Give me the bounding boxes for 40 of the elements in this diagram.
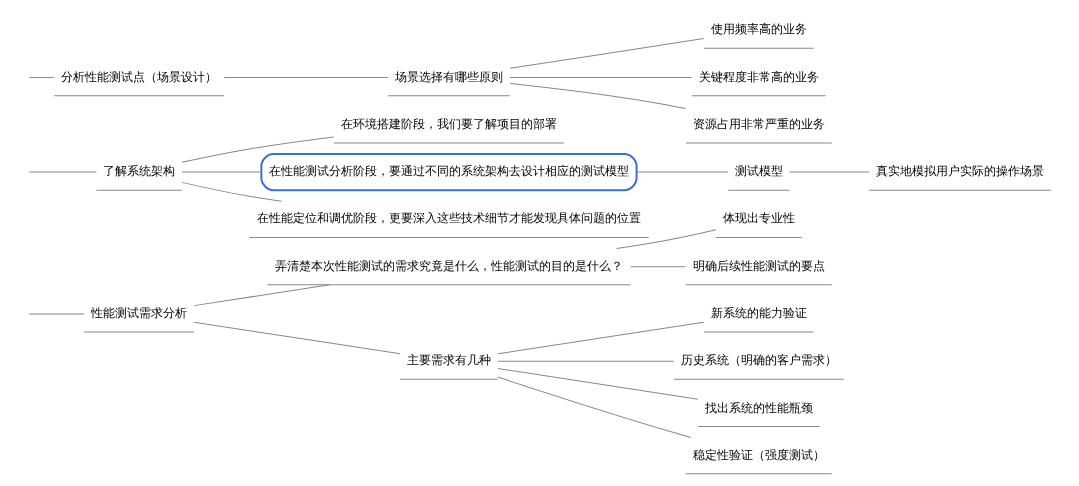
node-text: 资源占用非常严重的业务	[692, 116, 825, 131]
node-text: 新系统的能力验证	[710, 306, 807, 321]
connector	[509, 82, 687, 110]
connector	[636, 171, 729, 173]
connector	[223, 77, 389, 79]
connector	[789, 171, 870, 173]
connector	[509, 38, 705, 69]
node-text: 体现出专业性	[722, 211, 795, 226]
node-text: 真实地模拟用户实际的操作场景	[875, 164, 1044, 179]
connector	[181, 171, 262, 173]
node-text: 了解系统架构	[103, 164, 176, 179]
node-text: 找出系统的性能瓶颈	[704, 400, 813, 415]
connector	[630, 266, 687, 268]
connector	[181, 136, 335, 163]
connector	[28, 77, 55, 79]
node-box: 在性能测试分析阶段，要通过不同的系统架构去设计相应的测试模型	[260, 152, 638, 192]
node-text: 历史系统（明确的客户需求）	[680, 353, 837, 368]
connector	[28, 313, 85, 315]
node-text: 关键程度非常高的业务	[698, 69, 819, 84]
node-text: 性能测试需求分析	[91, 306, 188, 321]
node-text: 分析性能测试点（场景设计）	[61, 69, 218, 84]
node-text: 明确后续性能测试的要点	[692, 258, 825, 273]
connector	[497, 321, 705, 355]
node-text: 在环境搭建阶段，我们要了解项目的部署	[340, 116, 557, 131]
node-text: 主要需求有几种	[406, 353, 491, 368]
connector	[616, 229, 717, 249]
node-text: 使用频率高的业务	[710, 22, 807, 37]
node-text: 场景选择有哪些原则	[394, 69, 503, 84]
node-text: 稳定性验证（强度测试）	[692, 447, 825, 462]
connector	[497, 360, 675, 362]
node-text: 在性能定位和调优阶段，更要深入这些技术细节才能发现具体问题的位置	[256, 211, 641, 226]
node-text: 弄清楚本次性能测试的需求究竟是什么，性能测试的目的是什么？	[274, 258, 623, 273]
connector	[181, 181, 282, 202]
connector	[497, 376, 692, 439]
connector	[497, 368, 699, 400]
connector	[28, 171, 97, 173]
connector	[509, 77, 693, 79]
node-text: 测试模型	[734, 164, 783, 179]
connector	[193, 284, 331, 307]
connector	[193, 321, 401, 355]
